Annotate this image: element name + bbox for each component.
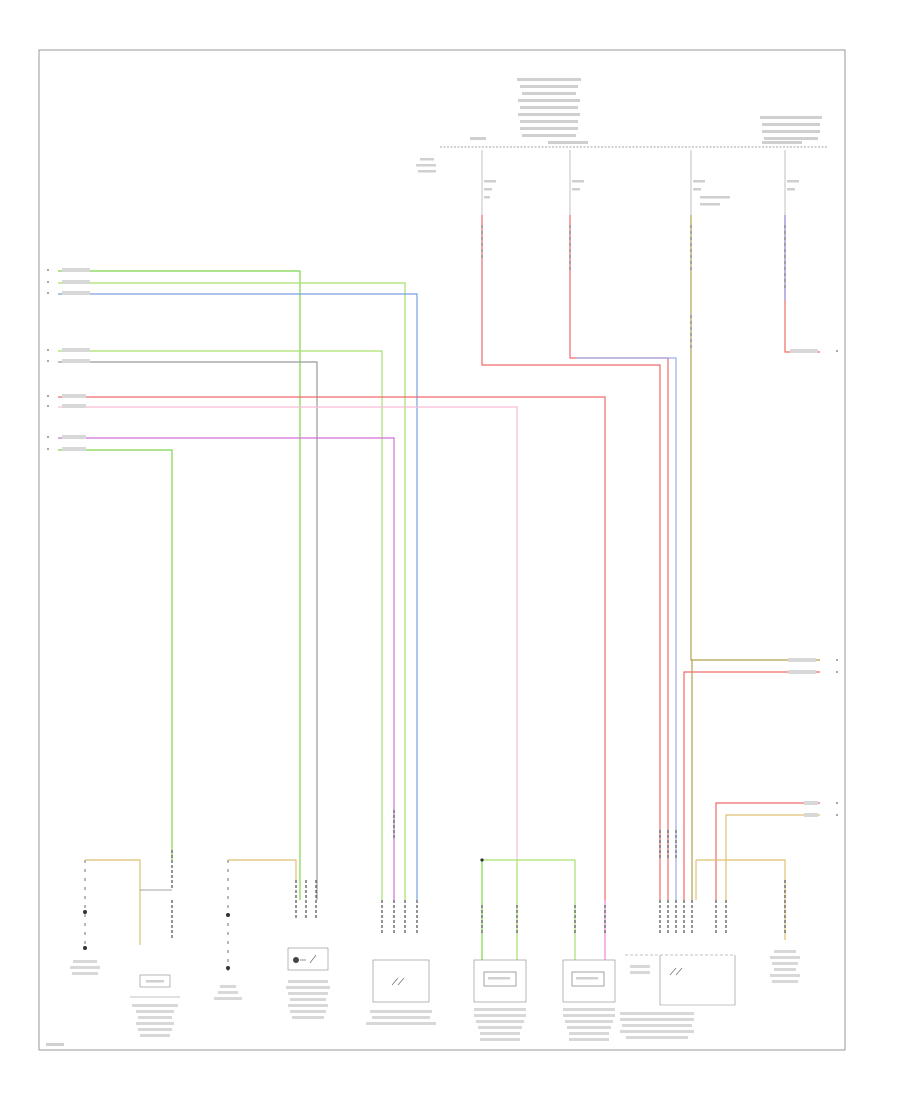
wire-harness-left-3 [58, 396, 606, 900]
inline-connectors-top [481, 225, 786, 350]
control-module-right-block [760, 116, 822, 140]
ground-3 [695, 859, 800, 983]
module-1 [130, 889, 180, 1037]
wire-harness-left-2 [58, 350, 383, 900]
left-wire-labels [62, 268, 90, 451]
right-pin-markers [836, 350, 838, 816]
sensor-1 [286, 947, 330, 1019]
footer-code [46, 1043, 64, 1046]
wire-harness-left-1 [58, 270, 418, 900]
diagram-frame [38, 49, 846, 1051]
bottom-connectors [171, 810, 727, 940]
module-3 [620, 954, 736, 1039]
control-module-top-block [517, 78, 581, 137]
ground-2 [214, 859, 297, 1000]
fuse-drops [481, 150, 786, 215]
sensor-3 [562, 900, 616, 1041]
right-wire-labels [788, 349, 818, 817]
ground-1 [70, 859, 141, 975]
fuse-feed-wires [481, 215, 820, 900]
fuse-drop-labels [484, 180, 799, 206]
fuse-label-block [416, 158, 436, 173]
module-2 [366, 959, 436, 1025]
wire-harness-left-4 [58, 437, 395, 900]
left-pin-markers [47, 269, 49, 450]
sensor-2 [473, 858, 576, 1041]
